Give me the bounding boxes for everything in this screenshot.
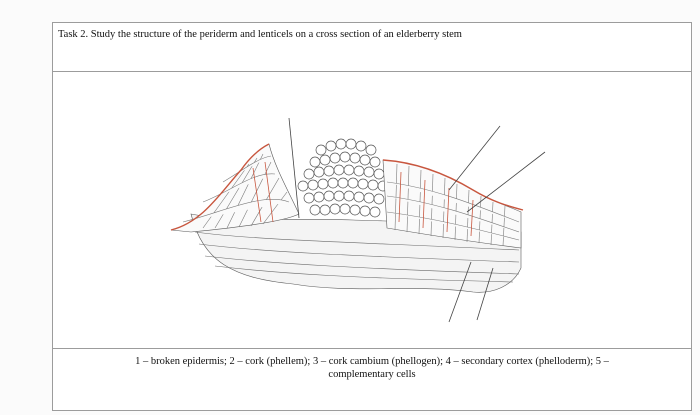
legend-caption: 1 – broken epidermis; 2 – cork (phellem)… xyxy=(57,355,687,381)
legend-line-1: 1 – broken epidermis; 2 – cork (phellem)… xyxy=(135,356,609,367)
task-table: Task 2. Study the structure of the perid… xyxy=(52,22,692,411)
epidermis-outline xyxy=(170,143,524,231)
task-title: Task 2. Study the structure of the perid… xyxy=(58,29,462,40)
cork-layer-left xyxy=(170,143,300,233)
lenticel-complementary-cells xyxy=(297,138,389,218)
legend-line-2: complementary cells xyxy=(328,369,416,380)
cork-layer-right xyxy=(382,159,522,249)
caption-row: 1 – broken epidermis; 2 – cork (phellem)… xyxy=(53,349,691,410)
leader-lines xyxy=(288,117,546,323)
phellogen-red-lines xyxy=(252,161,474,237)
title-row: Task 2. Study the structure of the perid… xyxy=(53,23,691,72)
stem-cross-section-drawing xyxy=(170,117,546,323)
figure-row xyxy=(53,72,691,349)
